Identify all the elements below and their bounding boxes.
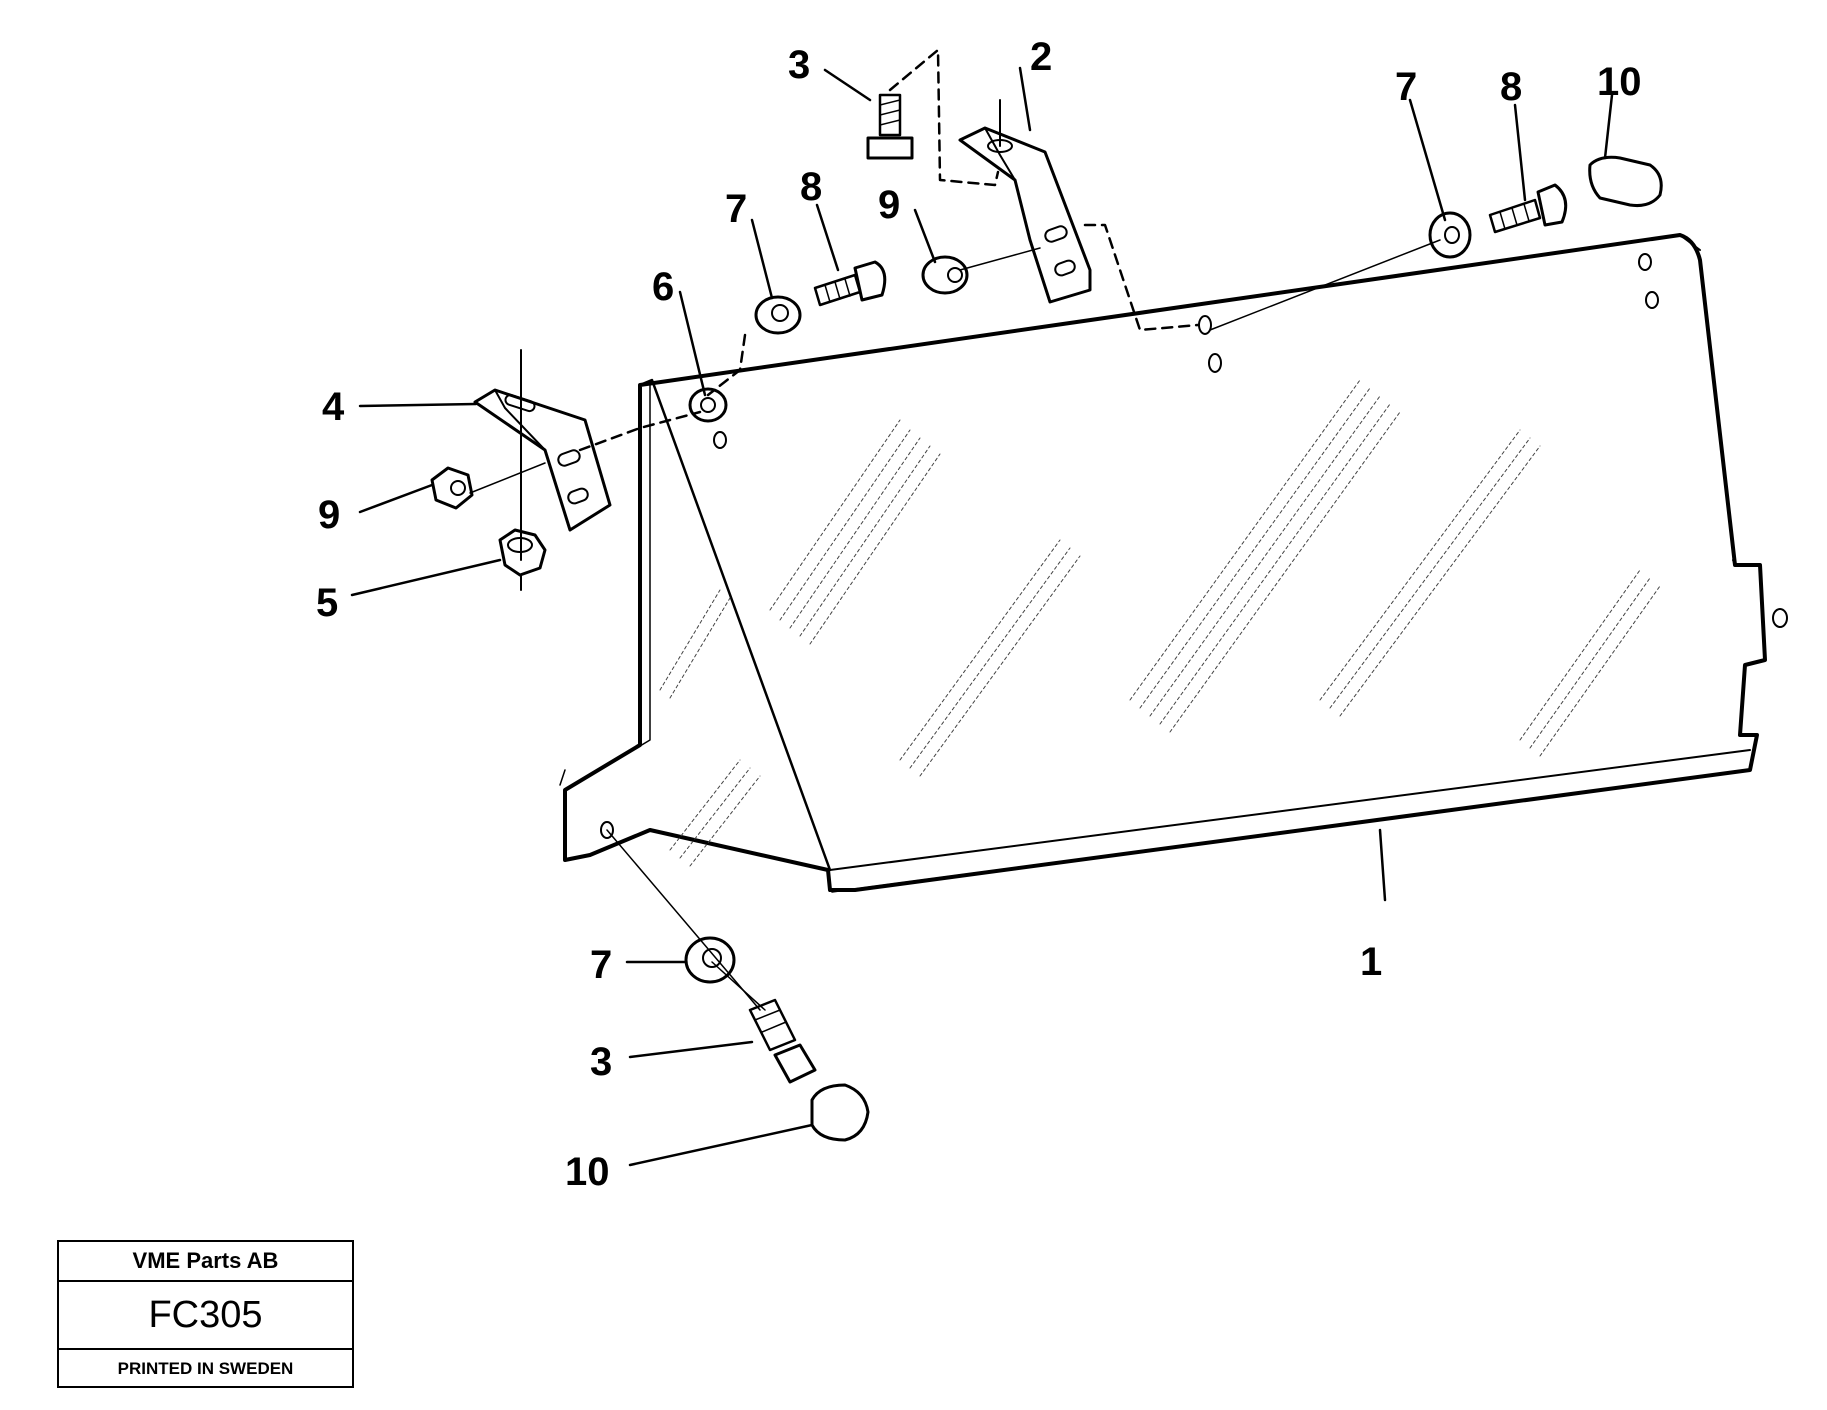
nut-lower: [498, 528, 547, 591]
callout-1: 1: [1360, 940, 1382, 984]
bolt-right: [1488, 183, 1568, 234]
washer-mid: [754, 295, 802, 335]
callout-7-mid: 7: [725, 187, 747, 231]
company-name: VME Parts AB: [59, 1242, 352, 1282]
screw-bottom: [748, 998, 817, 1084]
leader-lines: [350, 66, 1614, 1167]
assembly-lines: [578, 48, 1200, 452]
callout-8-mid: 8: [800, 165, 822, 209]
title-block: VME Parts AB FC305 PRINTED IN SWEDEN: [57, 1240, 354, 1388]
bracket-right: [958, 99, 1092, 304]
printed-note: PRINTED IN SWEDEN: [117, 1359, 294, 1378]
callout-2: 2: [1030, 35, 1052, 79]
cap-bottom: [810, 1083, 870, 1142]
nut-left: [430, 466, 474, 510]
callout-6: 6: [652, 265, 674, 309]
callout-3-bottom: 3: [590, 1040, 612, 1084]
callout-5: 5: [316, 581, 338, 625]
callout-7-bottom: 7: [590, 943, 612, 987]
callout-10-right: 10: [1597, 60, 1642, 104]
callout-9-mid: 9: [878, 183, 900, 227]
screw-top: [866, 93, 914, 160]
callout-8-right: 8: [1500, 65, 1522, 109]
alignment-lines: [469, 239, 1441, 1011]
callout-3-top: 3: [788, 43, 810, 87]
nut-mid: [921, 255, 969, 295]
washer-bottom: [684, 936, 736, 984]
glass-panel: [563, 233, 1788, 893]
callout-7-right: 7: [1395, 65, 1417, 109]
callout-4: 4: [322, 385, 345, 429]
callout-9-left: 9: [318, 493, 340, 537]
drawing-code: FC305: [59, 1282, 352, 1350]
washer-right: [1428, 211, 1472, 259]
bolt-mid: [813, 260, 887, 307]
cap-right: [1588, 155, 1663, 207]
bracket-left: [473, 349, 612, 561]
callout-10-bottom: 10: [565, 1150, 610, 1194]
grommet: [688, 387, 728, 423]
